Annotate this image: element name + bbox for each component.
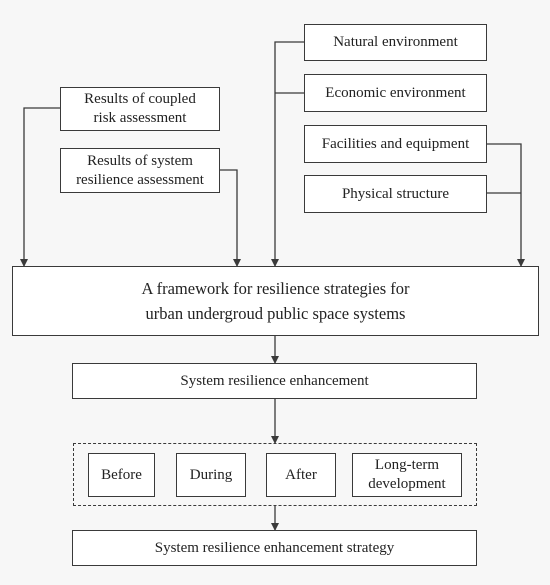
enhancement-strategy-box: System resilience enhancement strategy	[72, 530, 477, 566]
long-term-development-box: Long-term development	[352, 453, 462, 497]
natural-environment-box: Natural environment	[304, 24, 487, 61]
edge-system-assessment-to-framework	[220, 169, 241, 267]
after-box: After	[266, 453, 336, 497]
resilience-enhancement-box: System resilience enhancement	[72, 363, 477, 399]
during-box: During	[176, 453, 246, 497]
economic-environment-box: Economic environment	[304, 74, 487, 112]
edge-coupled-risk-to-framework	[20, 107, 60, 267]
before-box: Before	[88, 453, 155, 497]
facilities-equipment-box: Facilities and equipment	[304, 125, 487, 163]
edge-equipment-to-framework	[487, 143, 525, 267]
physical-structure-box: Physical structure	[304, 175, 487, 213]
coupled-risk-assessment-box: Results of coupled risk assessment	[60, 87, 220, 131]
framework-box: A framework for resilience strategies fo…	[12, 266, 539, 336]
system-resilience-assessment-box: Results of system resilience assessment	[60, 148, 220, 193]
edge-environment-to-framework	[271, 41, 304, 267]
phases-group	[73, 443, 477, 506]
